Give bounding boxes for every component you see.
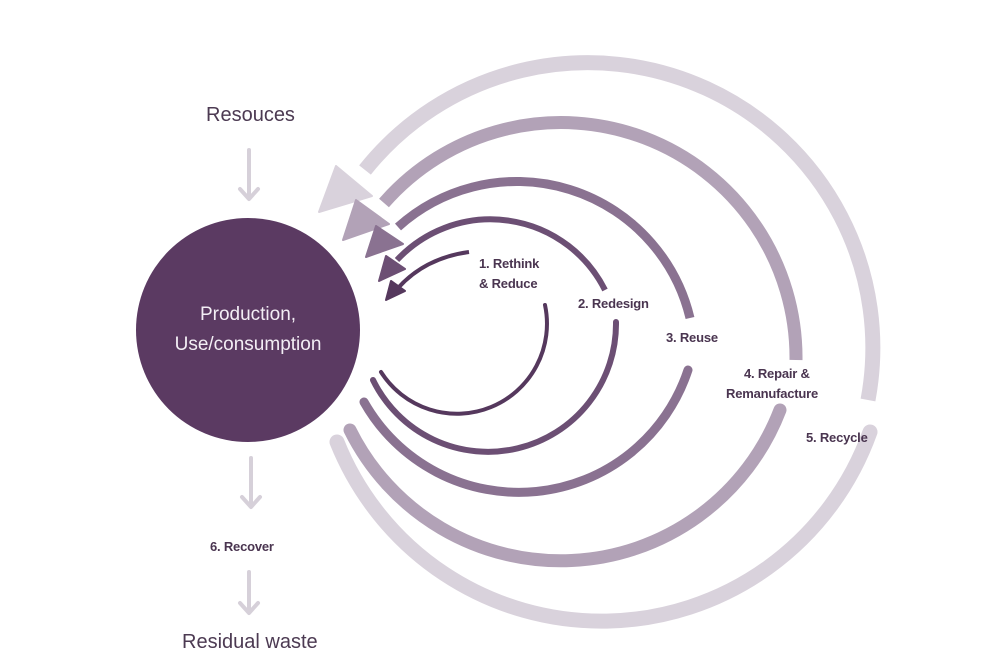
repair-label-line1: 4. Repair & bbox=[744, 366, 810, 381]
recover-label: 6. Recover bbox=[210, 539, 274, 554]
loop-redesign-upper-arc bbox=[394, 216, 608, 292]
loop-repair bbox=[342, 116, 803, 568]
loop-reuse-return-arc bbox=[359, 365, 693, 497]
rethink-label: 1. Rethink & Reduce bbox=[479, 254, 539, 294]
loop-rethink bbox=[379, 250, 549, 416]
loop-recycle-arrowhead bbox=[318, 165, 373, 213]
loop-repair-arrowhead bbox=[342, 199, 390, 241]
loop-recycle-return-arc bbox=[329, 424, 878, 629]
loop-recycle-upper-arc bbox=[359, 55, 881, 402]
production-label-line1: Production, bbox=[199, 304, 297, 325]
repair-label: 4. Repair & Remanufacture bbox=[726, 364, 818, 404]
loop-recycle bbox=[318, 55, 881, 629]
redesign-label: 2. Redesign bbox=[578, 296, 649, 311]
resources-label: Resouces bbox=[206, 104, 295, 126]
loop-reuse-arrowhead bbox=[365, 225, 404, 258]
loop-repair-upper-arc bbox=[379, 116, 803, 361]
production-circle-label: Production, Use/consumption bbox=[135, 300, 361, 360]
loop-rethink-arrowhead bbox=[385, 280, 406, 301]
recycle-label: 5. Recycle bbox=[806, 430, 868, 445]
production-label-line2: Use/consumption bbox=[174, 334, 322, 355]
loop-redesign-arrowhead bbox=[378, 255, 406, 282]
loop-reuse bbox=[359, 176, 695, 497]
rethink-label-line2: & Reduce bbox=[479, 276, 538, 291]
loop-redesign bbox=[370, 216, 620, 455]
residual-waste-label: Residual waste bbox=[182, 631, 318, 653]
loop-rethink-upper-arc bbox=[396, 250, 470, 290]
recover-down-arrow bbox=[240, 456, 262, 509]
loop-repair-return-arc bbox=[343, 403, 787, 568]
loop-rethink-return-arc bbox=[379, 303, 549, 416]
reuse-label: 3. Reuse bbox=[666, 330, 718, 345]
loop-redesign-return-arc bbox=[370, 319, 620, 455]
repair-label-line2: Remanufacture bbox=[726, 386, 819, 401]
resources-down-arrow bbox=[238, 148, 260, 201]
rethink-label-line1: 1. Rethink bbox=[479, 256, 540, 271]
residual-down-arrow bbox=[238, 570, 260, 615]
loop-reuse-upper-arc bbox=[394, 176, 695, 320]
production-circle bbox=[136, 218, 360, 442]
